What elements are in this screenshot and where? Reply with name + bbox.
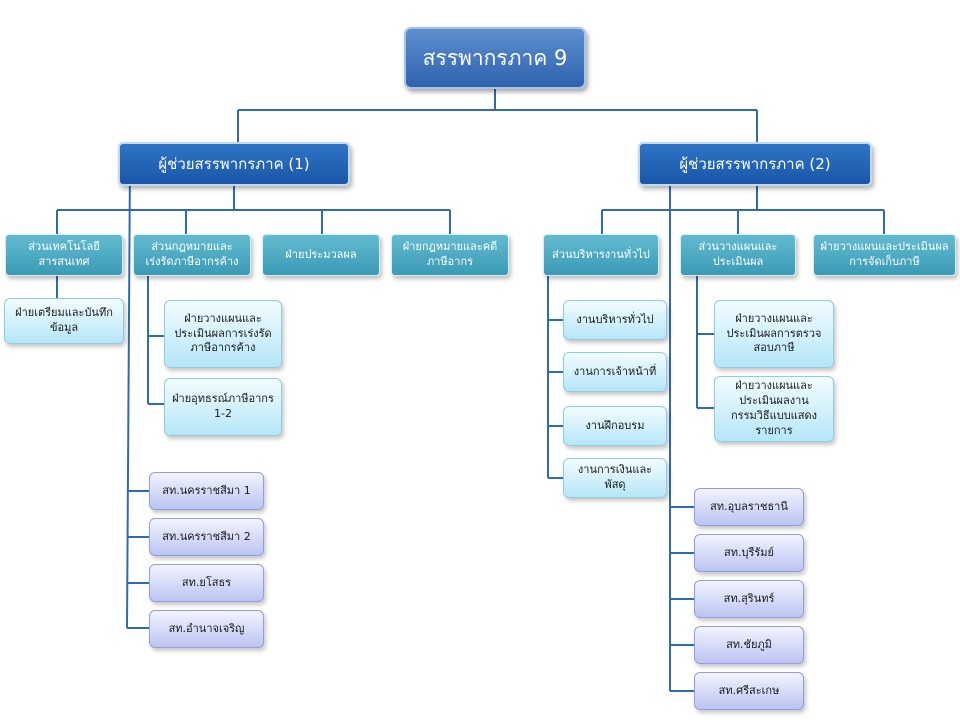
sub-finance: งานการเงินและพัสดุ	[563, 458, 667, 498]
sub-training: งานฝึกอบรม	[563, 406, 667, 446]
dept-it: ส่วนเทคโนโลยีสารสนเทศ	[5, 234, 123, 276]
connector-line	[126, 159, 131, 629]
sub-personnel: งานการเจ้าหน้าที่	[563, 352, 667, 392]
sub-process-planning: ฝ่ายวางแผนและประเมินผลงานกรรมวิธีแบบแสดง…	[714, 376, 834, 442]
office-buriram: สท.บุรีรัมย์	[694, 534, 804, 572]
office-surin: สท.สุรินทร์	[694, 580, 804, 618]
dept-planning-evaluation: ส่วนวางแผนและประเมินผล	[680, 234, 796, 276]
dept-general-admin: ส่วนบริหารงานทั่วไป	[543, 234, 659, 276]
office-chaiyaphum: สท.ชัยภูมิ	[694, 626, 804, 664]
root-box: สรรพากรภาค 9	[404, 27, 586, 89]
sub-law-planning: ฝ่ายวางแผนและประเมินผลการเร่งรัดภาษีอากร…	[164, 300, 282, 368]
sub-law-appeals: ฝ่ายอุทธรณ์ภาษีอากร 1-2	[164, 378, 282, 436]
office-sisaket: สท.ศรีสะเกษ	[694, 672, 804, 710]
office-ubonratchathani: สท.อุบลราชธานี	[694, 488, 804, 526]
office-nakhonratchasima-1: สท.นครราชสีมา 1	[149, 472, 264, 510]
office-nakhonratchasima-2: สท.นครราชสีมา 2	[149, 518, 264, 556]
dept-collection-planning: ฝ่ายวางแผนและประเมินผลการจัดเก็บภาษี	[813, 234, 956, 276]
assistant-1-box: ผู้ช่วยสรรพากรภาค (1)	[118, 142, 350, 186]
sub-audit-planning: ฝ่ายวางแผนและประเมินผลการตรวจสอบภาษี	[714, 300, 834, 368]
dept-law-collection: ส่วนกฎหมายและเร่งรัดภาษีอากรค้าง	[133, 234, 251, 276]
dept-processing: ฝ่ายประมวลผล	[262, 234, 380, 276]
office-yasothon: สท.ยโสธร	[149, 564, 264, 602]
dept-law-tax-cases: ฝ่ายกฎหมายและคดีภาษีอากร	[391, 234, 509, 276]
sub-data-entry: ฝ่ายเตรียมและบันทึกข้อมูล	[4, 298, 124, 344]
assistant-2-box: ผู้ช่วยสรรพากรภาค (2)	[638, 142, 872, 186]
office-amnatcharoen: สท.อำนาจเจริญ	[149, 610, 264, 648]
sub-general-admin: งานบริหารทั่วไป	[563, 300, 667, 340]
